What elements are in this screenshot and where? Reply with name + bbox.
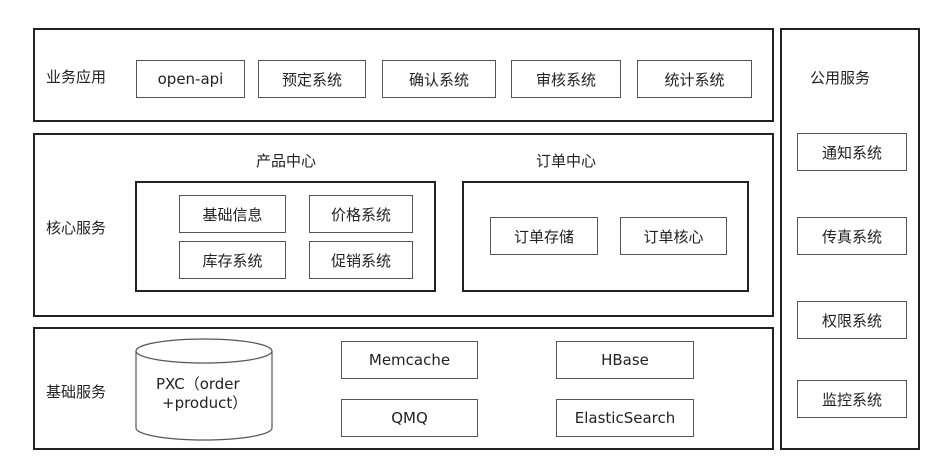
business-layer-label: 业务应用 bbox=[46, 68, 107, 86]
business-item-booking-system: 预定系统 bbox=[258, 60, 366, 98]
business-item-open-api: open-api bbox=[136, 60, 245, 98]
public-item-notify-system: 通知系统 bbox=[797, 133, 907, 171]
business-item-stats-system: 统计系统 bbox=[637, 60, 752, 98]
order-center-title: 订单中心 bbox=[536, 152, 597, 170]
product-center-title: 产品中心 bbox=[256, 152, 317, 170]
business-item-review-system: 审核系统 bbox=[511, 60, 621, 98]
business-item-confirm-system: 确认系统 bbox=[382, 60, 496, 98]
database-label: PXC（order +product） bbox=[156, 375, 247, 413]
base-item-qmq: QMQ bbox=[341, 399, 478, 437]
base-item-memcache: Memcache bbox=[341, 341, 478, 379]
order-item-core: 订单核心 bbox=[620, 217, 727, 255]
product-item-price-system: 价格系统 bbox=[309, 195, 413, 233]
public-item-fax-system: 传真系统 bbox=[797, 217, 907, 255]
base-item-elasticsearch: ElasticSearch bbox=[556, 399, 694, 437]
database-label-line2: +product） bbox=[162, 394, 248, 412]
order-item-storage: 订单存储 bbox=[490, 217, 598, 255]
core-layer-label: 核心服务 bbox=[46, 219, 107, 237]
public-services-label: 公用服务 bbox=[810, 69, 871, 87]
product-item-inventory-system: 库存系统 bbox=[179, 241, 286, 279]
product-item-promotion-system: 促销系统 bbox=[309, 241, 413, 279]
database-label-line1: PXC（order bbox=[156, 375, 240, 393]
public-item-monitor-system: 监控系统 bbox=[797, 380, 907, 418]
product-item-basic-info: 基础信息 bbox=[179, 195, 286, 233]
public-item-permission-system: 权限系统 bbox=[797, 301, 907, 339]
base-item-hbase: HBase bbox=[556, 341, 694, 379]
database-cylinder-icon bbox=[135, 338, 273, 441]
base-layer-label: 基础服务 bbox=[46, 383, 107, 401]
